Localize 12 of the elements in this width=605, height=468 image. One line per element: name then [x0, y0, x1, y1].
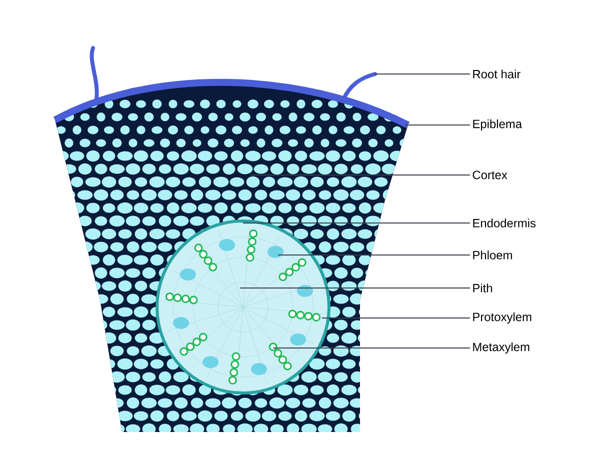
- part-label: Root hair: [473, 70, 520, 78]
- part-label: Endodermis: [473, 218, 536, 228]
- part-label: Protoxylem: [473, 312, 532, 324]
- part-label: Phloem: [473, 250, 512, 260]
- part-label: Metaxylem: [473, 342, 530, 354]
- leader-line: [242, 222, 470, 224]
- part-label: Cortex: [472, 170, 508, 180]
- part-label: Epiblema: [473, 119, 522, 131]
- leader-line: [404, 124, 470, 126]
- leader-line: [278, 254, 470, 256]
- part-label: Pith: [473, 284, 492, 292]
- leader-line: [250, 174, 470, 176]
